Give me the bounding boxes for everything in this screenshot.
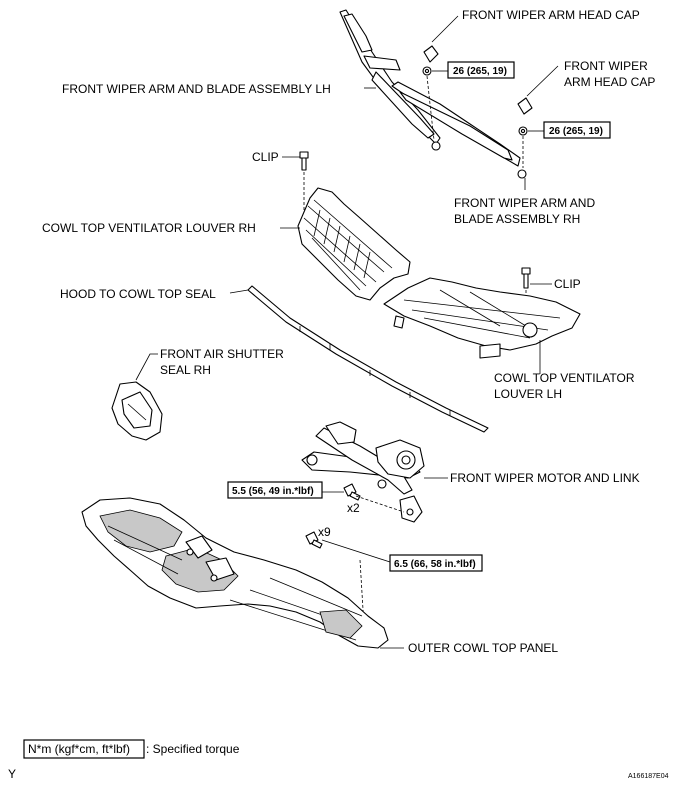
label-clip-1: CLIP: [252, 150, 279, 164]
air-shutter-seal-rh: [111, 381, 163, 441]
legend-box-text: N*m (kgf*cm, ft*lbf): [28, 742, 130, 756]
label-shutter-line1: FRONT AIR SHUTTER: [160, 347, 284, 361]
label-hood-seal: HOOD TO COWL TOP SEAL: [60, 287, 216, 301]
label-x2: x2: [347, 501, 360, 515]
label-head-cap-2-line1: FRONT WIPER: [564, 59, 648, 73]
torque-1-text: 26 (265, 19): [453, 66, 507, 77]
hood-to-cowl-seal: [247, 285, 489, 433]
torque-3-text: 5.5 (56, 49 in.*lbf): [232, 486, 314, 497]
corner-mark: Y: [8, 767, 16, 781]
label-x9: x9: [318, 525, 331, 539]
legend-description: : Specified torque: [146, 742, 240, 756]
head-cap-1: [423, 45, 439, 63]
torque-box-1: 26 (265, 19): [447, 61, 515, 79]
wiper-arm-rh: [391, 81, 527, 179]
torque-box-4: 6.5 (66, 58 in.*lbf): [389, 554, 483, 572]
label-louver-lh-line1: COWL TOP VENTILATOR: [494, 371, 635, 385]
label-shutter-line2: SEAL RH: [160, 363, 211, 377]
label-head-cap-2-line2: ARM HEAD CAP: [564, 75, 655, 89]
bolt-x9-icon: [305, 531, 323, 549]
label-arm-lh: FRONT WIPER ARM AND BLADE ASSEMBLY LH: [62, 82, 331, 96]
label-arm-rh-line2: BLADE ASSEMBLY RH: [454, 212, 580, 226]
nut-1: [422, 66, 432, 76]
nut-2: [518, 126, 528, 136]
figure-id: A166187E04: [628, 773, 669, 780]
label-louver-lh-line2: LOUVER LH: [494, 387, 562, 401]
clip-1-icon: [299, 151, 309, 171]
cowl-louver-lh: [383, 277, 581, 359]
label-head-cap-1: FRONT WIPER ARM HEAD CAP: [462, 8, 640, 22]
legend: N*m (kgf*cm, ft*lbf) : Specified torque: [23, 739, 240, 759]
outer-cowl-top-panel: [81, 497, 389, 649]
torque-2-text: 26 (265, 19): [549, 126, 603, 137]
torque-4-text: 6.5 (66, 58 in.*lbf): [394, 559, 476, 570]
torque-box-2: 26 (265, 19): [543, 121, 611, 139]
torque-box-3: 5.5 (56, 49 in.*lbf): [227, 481, 323, 499]
clip-2-icon: [521, 267, 531, 289]
label-clip-2: CLIP: [554, 277, 581, 291]
cowl-louver-rh: [297, 187, 411, 301]
wiper-motor-link: [301, 421, 425, 523]
label-outer-panel: OUTER COWL TOP PANEL: [408, 641, 558, 655]
label-wiper-motor: FRONT WIPER MOTOR AND LINK: [450, 471, 640, 485]
head-cap-2: [517, 97, 533, 115]
bolt-x2-icon: [343, 483, 361, 501]
label-louver-rh: COWL TOP VENTILATOR LOUVER RH: [42, 221, 256, 235]
label-arm-rh-line1: FRONT WIPER ARM AND: [454, 196, 595, 210]
wiper-arm-lh: [339, 9, 441, 151]
